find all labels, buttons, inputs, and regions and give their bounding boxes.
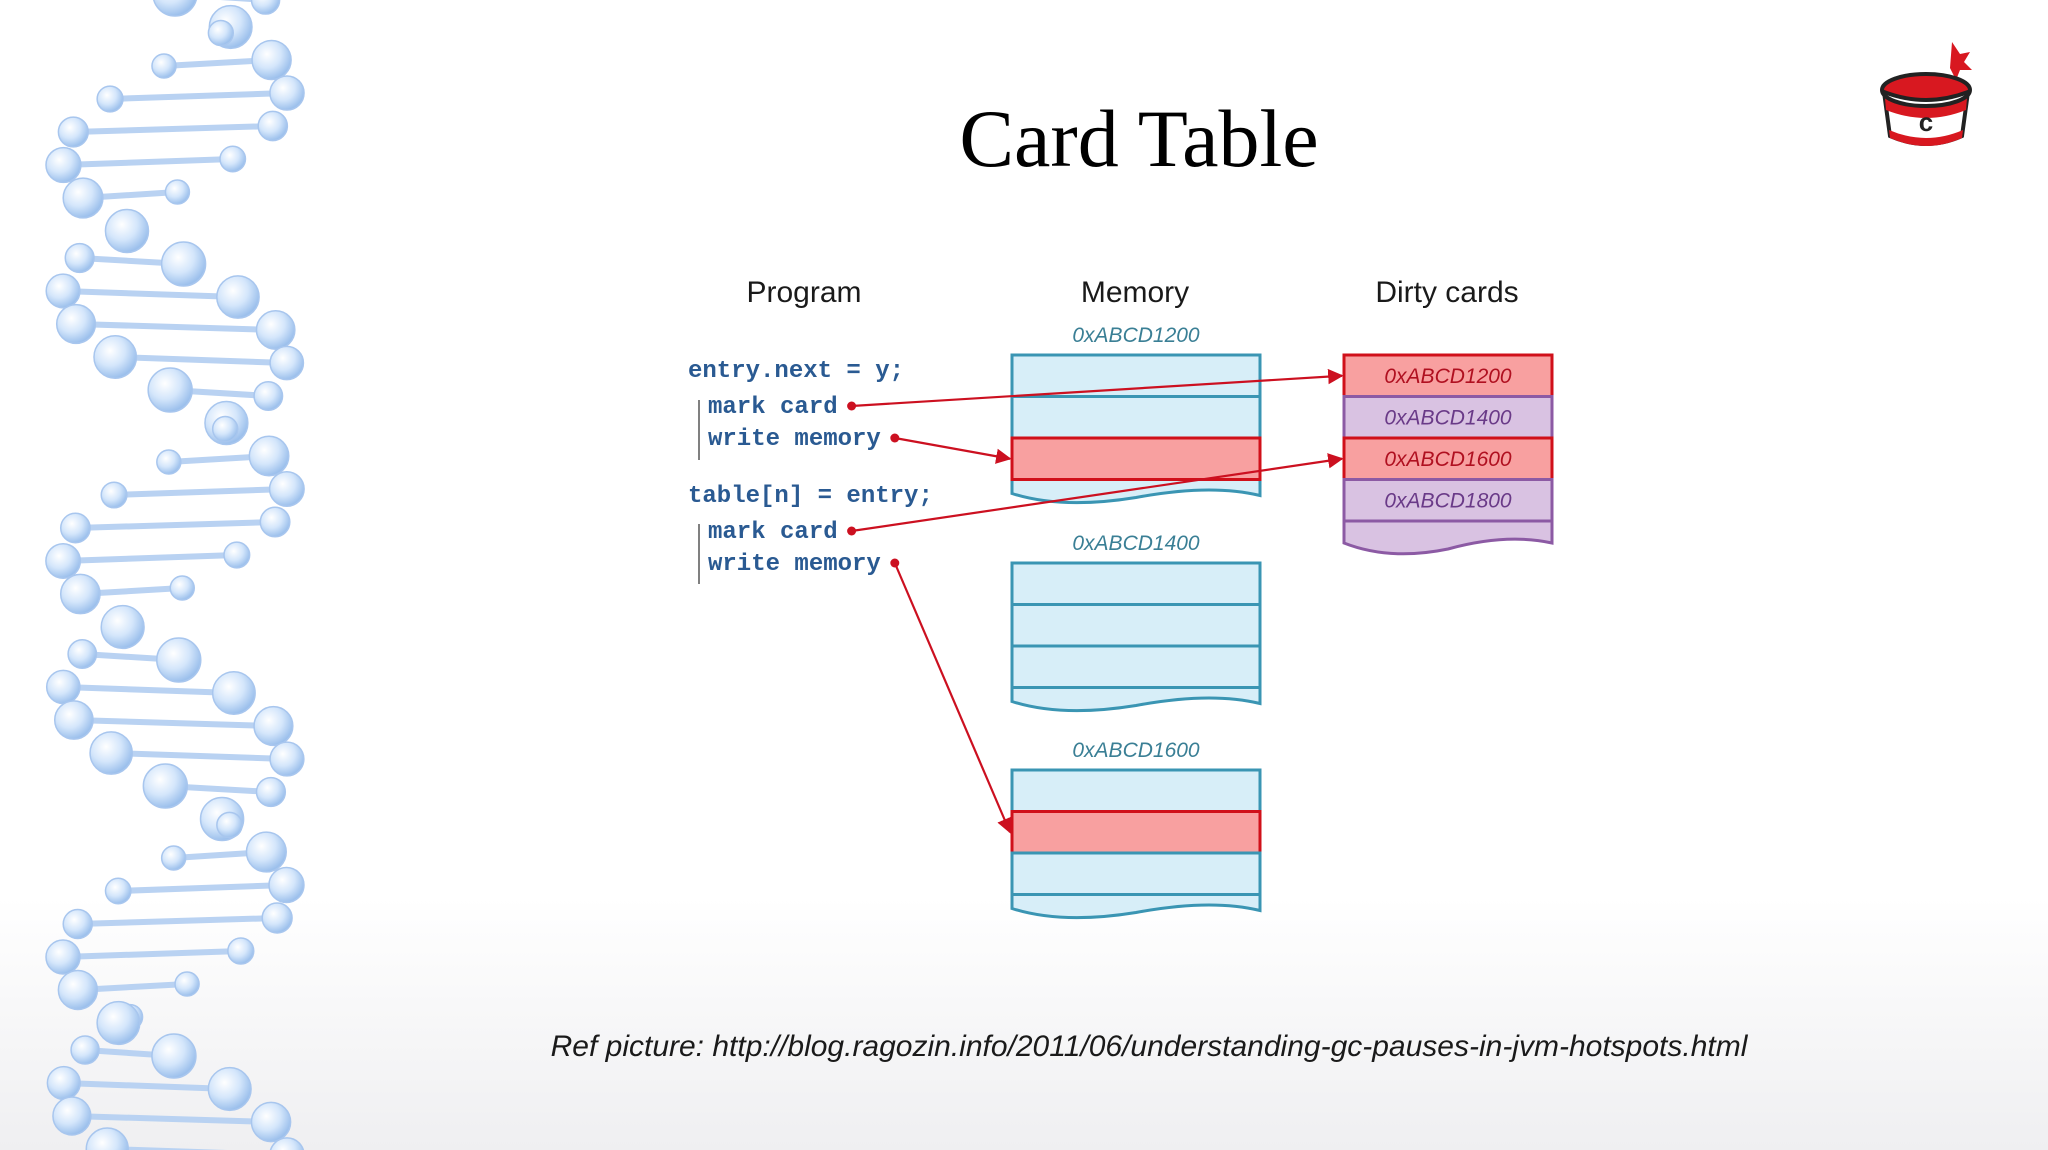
arrow-origin-dot: [890, 433, 900, 443]
code-line: table[n] = entry;: [688, 483, 933, 510]
arrow-origin-dot: [847, 401, 857, 411]
dirty-card-label: 0xABCD1600: [1384, 448, 1512, 471]
memory-row: [1010, 395, 1262, 440]
code-line: write memory: [708, 426, 881, 453]
dirty-cards-tail: [1342, 519, 1554, 556]
dirty-card-clean: [1342, 395, 1554, 440]
arrow-origin-dot: [847, 526, 857, 536]
arrow-origin-dot: [890, 558, 900, 568]
memory-block-label: 0xABCD1400: [1072, 532, 1200, 555]
svg-text:c: c: [1919, 107, 1933, 137]
memory-block-label: 0xABCD1200: [1072, 324, 1200, 347]
dirty-card-marked: [1342, 436, 1554, 481]
arrow-line: [894, 436, 1012, 464]
memory-header: Memory: [1081, 276, 1189, 309]
code-line: mark card: [708, 394, 838, 421]
memory-row: [1010, 353, 1262, 398]
memory-row-dirty: [1010, 810, 1262, 855]
program-header: Program: [746, 276, 861, 309]
memory-row: [1010, 851, 1262, 896]
program-code: entry.next = y; mark card write memory tabl…: [688, 358, 933, 584]
arrow-line: [893, 562, 1012, 834]
memory-row: [1010, 561, 1262, 606]
arrow-line: [851, 453, 1344, 533]
dirty-card-label: 0xABCD1400: [1384, 407, 1512, 430]
memory-row-dirty: [1010, 436, 1262, 481]
code-line: entry.next = y;: [688, 358, 904, 385]
dirty-card-label: 0xABCD1200: [1384, 365, 1512, 388]
card-table-diagram: Program Memory Dirty cards entry.next = …: [688, 276, 1554, 920]
reference-link[interactable]: Ref picture: http://blog.ragozin.info/20…: [550, 1030, 1748, 1063]
memory-blocks: 0xABCD1200 0xABCD1400 0xABCD1600: [1010, 324, 1262, 920]
dna-helix-decoration: [45, 0, 305, 1150]
code-line: mark card: [708, 519, 838, 546]
memory-row: [1010, 768, 1262, 813]
dirty-card-clean: [1342, 478, 1554, 523]
slide-title: Card Table: [959, 93, 1319, 184]
memory-block: 0xABCD1400: [1010, 532, 1262, 713]
memory-block: 0xABCD1600: [1010, 739, 1262, 920]
dirty-cards-header: Dirty cards: [1375, 276, 1518, 309]
arrow-line: [851, 368, 1344, 408]
dirty-cards-list: 0xABCD1200 0xABCD1400 0xABCD1600 0xABCD1800: [1342, 353, 1554, 556]
arrows: [847, 368, 1344, 834]
memory-block-label: 0xABCD1600: [1072, 739, 1200, 762]
conference-logo-icon: c: [1880, 42, 1972, 146]
memory-row: [1010, 603, 1262, 648]
dirty-card-label: 0xABCD1800: [1384, 490, 1512, 513]
code-line: write memory: [708, 551, 881, 578]
memory-row: [1010, 644, 1262, 689]
